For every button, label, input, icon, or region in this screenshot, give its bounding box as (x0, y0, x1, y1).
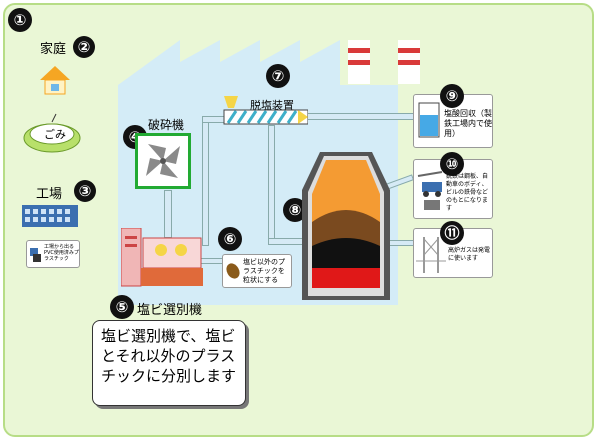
beaker-icon (418, 102, 440, 138)
sorter-machine-icon (121, 228, 203, 287)
marker-3: ③ (74, 180, 96, 202)
crusher-label: 破砕機 (148, 118, 185, 132)
marker-11: ⑪ (440, 221, 464, 245)
marker-2: ② (73, 36, 95, 58)
pipe-down (268, 125, 275, 243)
iron-note-text: 銑鉄は鋼板、自動車のボディ、ビルの鉄骨などのもとになります (446, 173, 489, 212)
crusher (135, 133, 191, 189)
pellet-icon (226, 263, 240, 279)
pellet-note-text: 塩ビ以外のプラスチックを粒状にする (243, 258, 285, 284)
marker-10: ⑩ (440, 152, 464, 176)
pipe-crusher-up (202, 116, 209, 246)
marker-5: ⑤ (110, 295, 134, 319)
blast-furnace-icon (302, 152, 390, 300)
marker-1: ① (8, 8, 32, 32)
dechlorinator-label: 脱塩装置 (250, 99, 294, 112)
marker-6: ⑥ (218, 227, 242, 251)
factory-card-text: 工場から出るPVC使用済みプラスチック (44, 244, 79, 262)
garbage-label: ごみ (44, 128, 66, 141)
fan-icon (146, 144, 180, 178)
hcl-recovery-box: 塩酸回収（製鉄工場内で使用） (413, 94, 493, 148)
chimney-right (398, 40, 420, 84)
plastic-waste-icon (30, 248, 41, 262)
car-icon (417, 171, 443, 210)
marker-7: ⑦ (266, 64, 290, 88)
hcl-recovery-text: 塩酸回収（製鉄工場内で使用） (444, 109, 492, 138)
pellet-note-box: 塩ビ以外のプラスチックを粒状にする (222, 254, 292, 288)
gas-note-text: 高炉ガスは発電に使います (448, 247, 491, 262)
callout-text: 塩ビ選別機で、塩ビとそれ以外のプラスチックに分別します (92, 320, 246, 406)
pvc-sorter-label: 塩ビ選別機 (137, 303, 203, 318)
household-label: 家庭 (40, 42, 67, 57)
dechlorinator-device (223, 96, 308, 125)
pipe-to-hcl (306, 113, 414, 120)
factory-icon (22, 205, 78, 227)
factory-card: 工場から出るPVC使用済みプラスチック (26, 240, 80, 268)
garbage-bin-icon (23, 113, 81, 153)
chimney-left (348, 40, 370, 84)
factory-label: 工場 (36, 187, 63, 202)
bridge-icon (416, 237, 446, 273)
marker-9: ⑨ (440, 84, 464, 108)
house-icon (40, 66, 70, 95)
